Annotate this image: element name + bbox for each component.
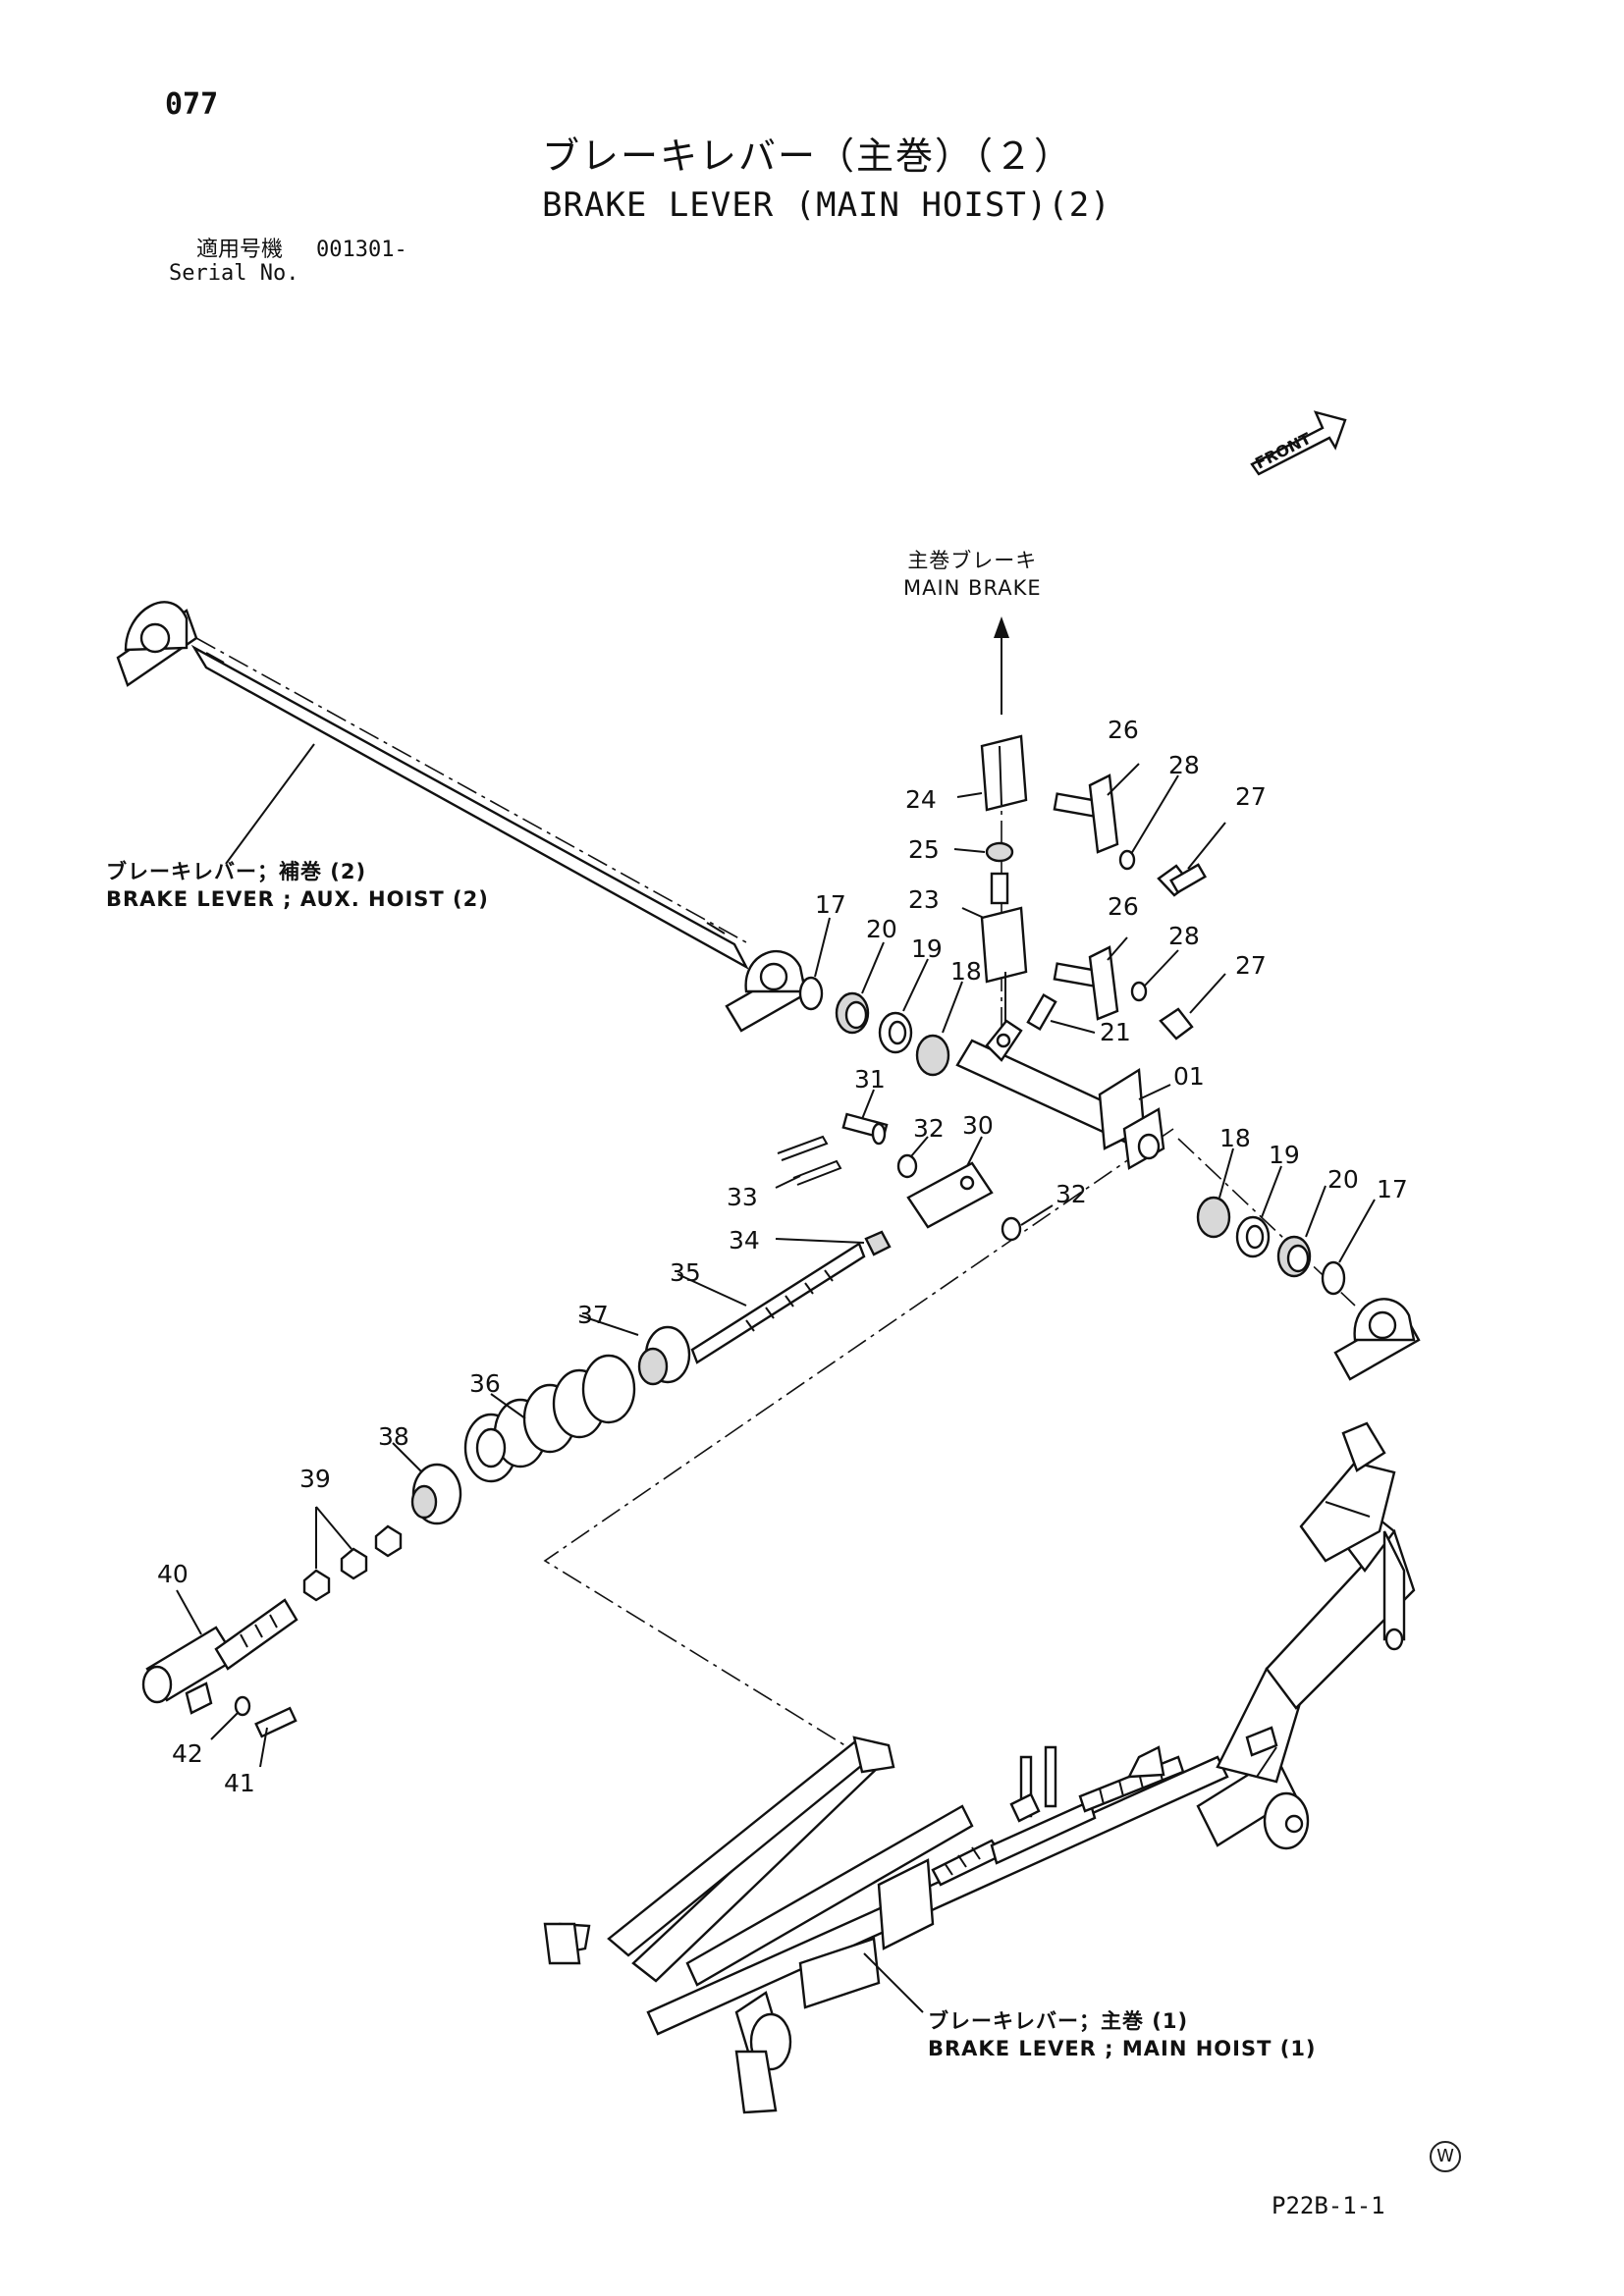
callout-label: 18 bbox=[950, 957, 982, 986]
adjuster-cylinder bbox=[141, 1589, 298, 1768]
callout-label: 17 bbox=[1377, 1175, 1408, 1203]
note-main-brake-en: MAIN BRAKE bbox=[903, 576, 1042, 601]
rod-and-seat bbox=[578, 1242, 866, 1386]
callout-label: 32 bbox=[1056, 1180, 1087, 1208]
serial-label-japanese: 適用号機 bbox=[196, 238, 284, 262]
callout-label: 24 bbox=[905, 785, 937, 814]
callout-label: 26 bbox=[1108, 892, 1139, 921]
note-main-hoist-en: BRAKE LEVER ; MAIN HOIST (1) bbox=[928, 2037, 1317, 2061]
callout-label: 23 bbox=[908, 885, 940, 914]
callout-label: 42 bbox=[172, 1739, 203, 1768]
callout-label: 01 bbox=[1173, 1062, 1205, 1091]
title-english: BRAKE LEVER (MAIN HOIST)(2) bbox=[542, 186, 1111, 225]
note-aux-hoist-jp: ブレーキレバー；補巻 (2) bbox=[106, 860, 367, 883]
callout-label: 25 bbox=[908, 835, 940, 864]
callout-label: 31 bbox=[854, 1065, 886, 1094]
title-japanese: ブレーキレバー（主巻）（２） bbox=[542, 134, 1074, 178]
note-aux-hoist: ブレーキレバー；補巻 (2) BRAKE LEVER ; AUX. HOIST … bbox=[106, 858, 489, 914]
pin-and-clips bbox=[775, 1089, 1054, 1256]
callout-label: 19 bbox=[1269, 1141, 1300, 1169]
callout-label: 35 bbox=[670, 1258, 701, 1287]
drawing-code: P22B-1-1 bbox=[1272, 2192, 1385, 2219]
bushings-right bbox=[1196, 1148, 1421, 1381]
callout-label: 36 bbox=[469, 1369, 501, 1398]
note-main-brake: 主巻ブレーキ MAIN BRAKE bbox=[903, 547, 1042, 603]
centre-lines bbox=[195, 637, 1356, 1758]
front-arrow-badge: FRONT bbox=[1250, 410, 1347, 476]
note-main-hoist-jp: ブレーキレバー；主巻 (1) bbox=[928, 2009, 1189, 2033]
callout-label: 30 bbox=[962, 1111, 994, 1140]
seat-and-nuts bbox=[302, 1442, 462, 1602]
aux-hoist-shaft bbox=[116, 601, 812, 1033]
coil-spring bbox=[463, 1354, 636, 1483]
callout-label: 20 bbox=[1327, 1165, 1359, 1194]
callout-label: 41 bbox=[224, 1769, 255, 1797]
callout-label: 19 bbox=[911, 934, 943, 963]
note-main-hoist: ブレーキレバー；主巻 (1) BRAKE LEVER ; MAIN HOIST … bbox=[928, 2007, 1317, 2063]
callout-label: 28 bbox=[1168, 922, 1200, 950]
callout-label: 34 bbox=[729, 1226, 760, 1255]
callout-label: 27 bbox=[1235, 951, 1267, 980]
callout-label: 21 bbox=[1100, 1018, 1131, 1046]
callout-label: 27 bbox=[1235, 782, 1267, 811]
yoke-assembly-lower bbox=[961, 872, 1226, 1041]
callout-label: 18 bbox=[1219, 1124, 1251, 1152]
callout-label: 32 bbox=[913, 1114, 945, 1143]
callout-label: 20 bbox=[866, 915, 897, 943]
callout-label: 26 bbox=[1108, 716, 1139, 744]
lever-assembly bbox=[955, 1019, 1171, 1170]
callout-label: 33 bbox=[727, 1183, 758, 1211]
callout-label: 37 bbox=[577, 1301, 609, 1329]
callout-label: 17 bbox=[815, 890, 846, 919]
serial-label-english: Serial No. bbox=[169, 261, 299, 286]
serial-value: 001301- bbox=[316, 238, 407, 262]
callout-label: 38 bbox=[378, 1422, 409, 1451]
w-circle-mark: W bbox=[1430, 2141, 1461, 2172]
note-aux-hoist-en: BRAKE LEVER ; AUX. HOIST (2) bbox=[106, 887, 489, 912]
note-main-brake-jp: 主巻ブレーキ bbox=[907, 549, 1038, 572]
bushings-left bbox=[798, 917, 963, 1077]
main-brake-arrow bbox=[994, 616, 1009, 715]
callout-label: 28 bbox=[1168, 751, 1200, 779]
main-hoist-lever-assembly bbox=[543, 1421, 1416, 2114]
callout-label: 39 bbox=[299, 1465, 331, 1493]
page-number: 077 bbox=[165, 87, 219, 122]
yoke-assembly-upper bbox=[953, 734, 1226, 897]
callout-label: 40 bbox=[157, 1560, 189, 1588]
